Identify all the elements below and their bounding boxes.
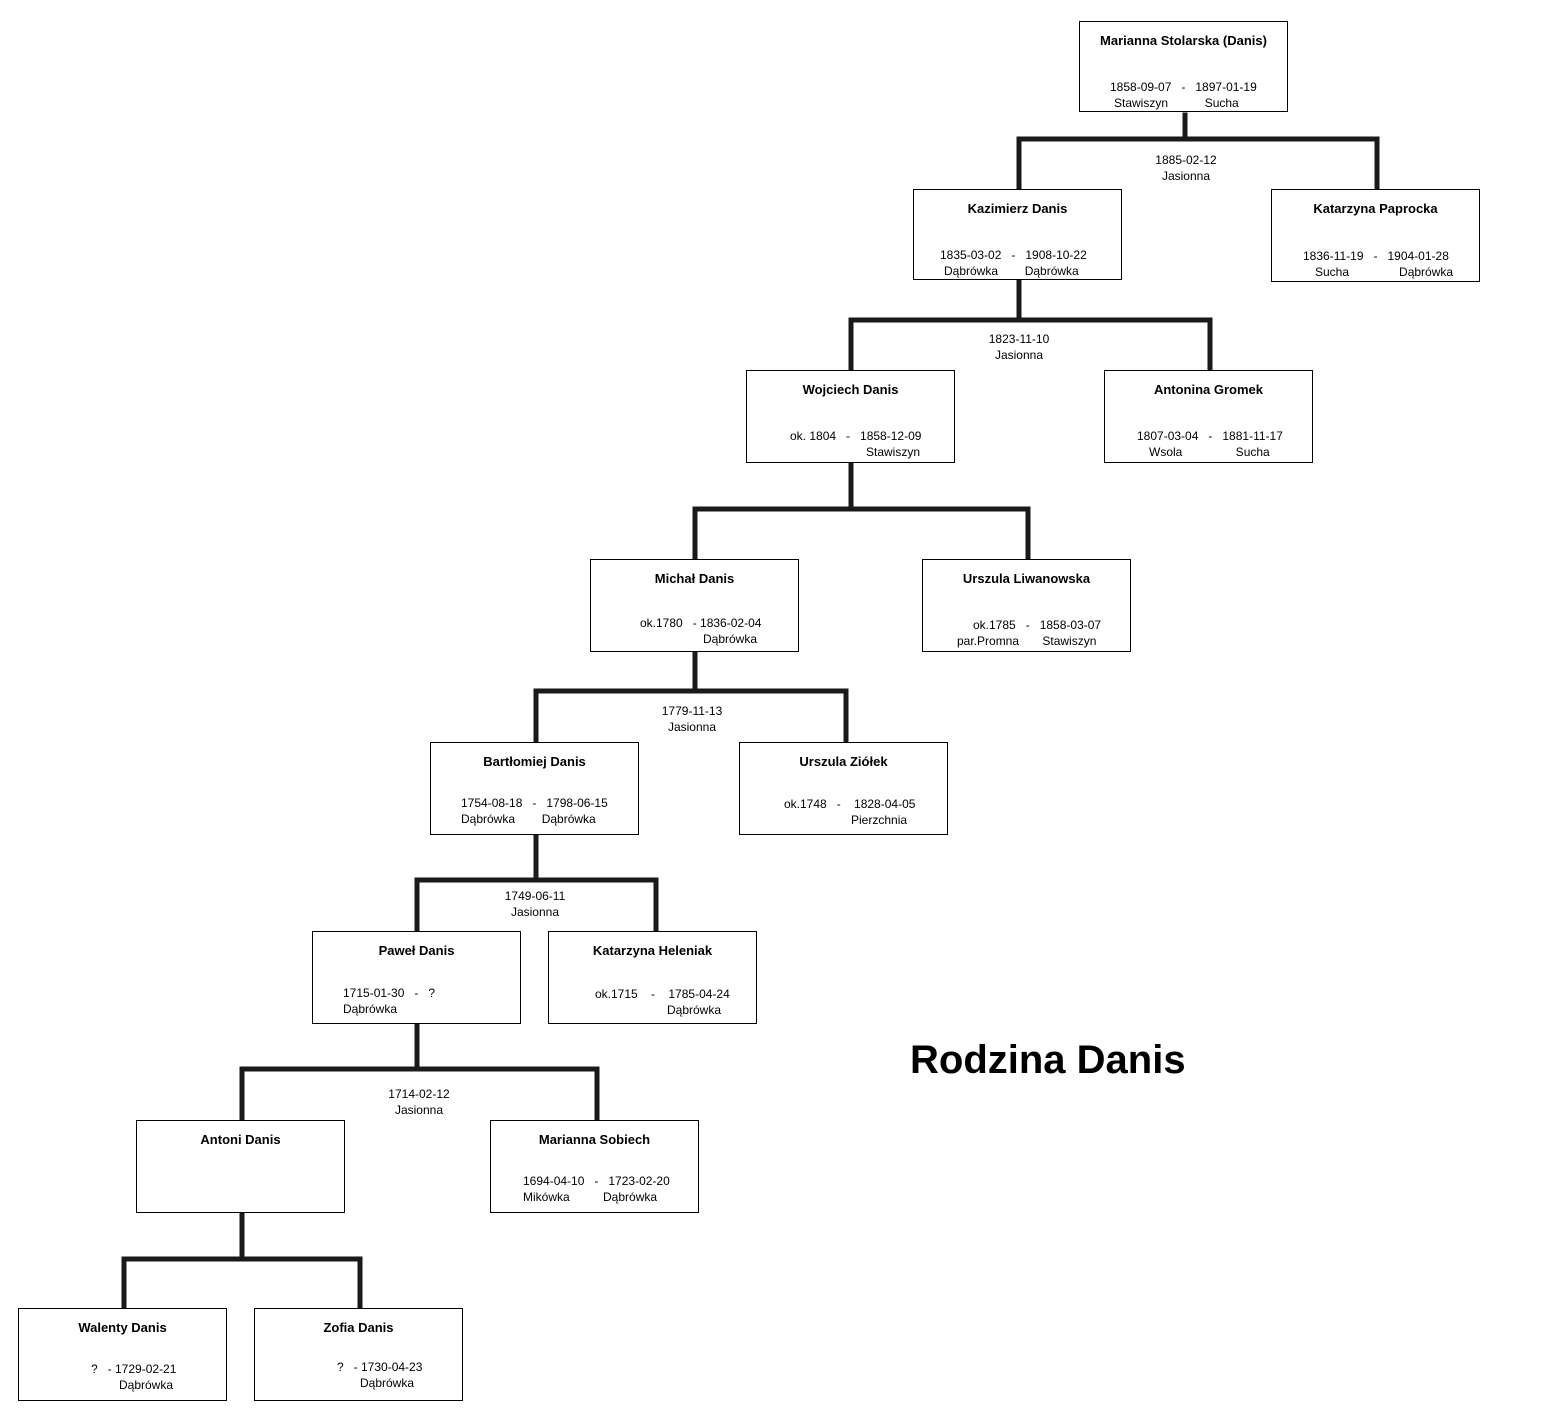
- person-walenty-danis: Walenty Danis ? - 1729-02-21 Dąbrówka: [18, 1308, 227, 1401]
- person-dates: 1754-08-18 - 1798-06-15: [461, 796, 608, 810]
- person-places: Dąbrówka Dąbrówka: [944, 264, 1079, 278]
- connector-wojciech: [692, 460, 1031, 563]
- marriage-date: 1885-02-12: [1155, 153, 1217, 167]
- person-bartlomiej-danis: Bartłomiej Danis 1754-08-18 - 1798-06-15…: [430, 742, 639, 835]
- person-wojciech-danis: Wojciech Danis ok. 1804 - 1858-12-09 Sta…: [746, 370, 955, 463]
- connector-kazimierz: [848, 279, 1213, 374]
- connector-pawel: [239, 1021, 600, 1123]
- person-name: Michał Danis: [654, 571, 735, 586]
- person-name: Urszula Liwanowska: [962, 571, 1091, 586]
- person-dates: ok.1780 - 1836-02-04: [640, 616, 762, 630]
- person-name: Antoni Danis: [200, 1132, 281, 1147]
- marriage-label: 1749-06-11 Jasionna: [455, 888, 615, 920]
- marriage-date: 1823-11-10: [988, 332, 1050, 346]
- person-pawel-danis: Paweł Danis 1715-01-30 - ? Dąbrówka: [312, 931, 521, 1024]
- person-dates: ? - 1729-02-21: [91, 1362, 177, 1376]
- person-places: Dąbrówka: [119, 1378, 174, 1392]
- person-places: Dąbrówka: [667, 1003, 722, 1017]
- marriage-label: 1779-11-13 Jasionna: [612, 703, 772, 735]
- marriage-place: Jasionna: [394, 1103, 444, 1117]
- connector-antoni: [121, 1209, 363, 1312]
- connector-bartlomiej: [414, 832, 659, 935]
- marriage-label: 1885-02-12 Jasionna: [1106, 152, 1266, 184]
- marriage-date: 1714-02-12: [388, 1087, 450, 1101]
- marriage-place: Jasionna: [510, 905, 560, 919]
- marriage-place: Jasionna: [667, 720, 717, 734]
- person-name: Paweł Danis: [378, 943, 455, 958]
- person-dates: ok. 1804 - 1858-12-09: [790, 429, 922, 443]
- person-name: Marianna Sobiech: [538, 1132, 651, 1147]
- person-name: Walenty Danis: [78, 1320, 167, 1335]
- person-places: Stawiszyn: [866, 445, 921, 459]
- person-urszula-ziolek: Urszula Ziółek ok.1748 - 1828-04-05 Pier…: [739, 742, 948, 835]
- person-name: Antonina Gromek: [1153, 382, 1264, 397]
- person-name: Urszula Ziółek: [799, 754, 888, 769]
- person-antoni-danis: Antoni Danis: [136, 1120, 345, 1213]
- person-places: Dąbrówka: [360, 1376, 415, 1390]
- person-places: Dąbrówka: [703, 632, 758, 646]
- person-name: Katarzyna Heleniak: [592, 943, 713, 958]
- marriage-place: Jasionna: [994, 348, 1044, 362]
- person-places: Stawiszyn Sucha: [1114, 96, 1239, 110]
- person-name: Zofia Danis: [323, 1320, 394, 1335]
- person-kazimierz-danis: Kazimierz Danis 1835-03-02 - 1908-10-22 …: [913, 189, 1122, 280]
- marriage-date: 1779-11-13: [661, 704, 723, 718]
- person-dates: ok.1748 - 1828-04-05: [784, 797, 916, 811]
- person-antonina-gromek: Antonina Gromek 1807-03-04 - 1881-11-17 …: [1104, 370, 1313, 463]
- person-katarzyna-paprocka: Katarzyna Paprocka 1836-11-19 - 1904-01-…: [1271, 189, 1480, 282]
- person-places: Wsola Sucha: [1149, 445, 1270, 459]
- person-name: Wojciech Danis: [802, 382, 899, 397]
- marriage-label: 1714-02-12 Jasionna: [339, 1086, 499, 1118]
- marriage-place: Jasionna: [1161, 169, 1211, 183]
- person-name: Katarzyna Paprocka: [1313, 201, 1438, 216]
- connector-marianna: [1016, 112, 1380, 193]
- person-michal-danis: Michał Danis ok.1780 - 1836-02-04 Dąbrów…: [590, 559, 799, 652]
- marriage-date: 1749-06-11: [504, 889, 566, 903]
- person-dates: 1715-01-30 - ?: [343, 986, 436, 1000]
- person-urszula-liwanowska: Urszula Liwanowska ok.1785 - 1858-03-07 …: [922, 559, 1131, 652]
- person-places: Sucha Dąbrówka: [1315, 265, 1454, 279]
- person-name: Kazimierz Danis: [967, 201, 1068, 216]
- person-places: par.Promna Stawiszyn: [957, 634, 1097, 648]
- marriage-label: 1823-11-10 Jasionna: [939, 331, 1099, 363]
- person-marianna-stolarska: Marianna Stolarska (Danis) 1858-09-07 - …: [1079, 21, 1288, 112]
- person-dates: ok.1785 - 1858-03-07: [973, 618, 1102, 632]
- person-places: Mikówka Dąbrówka: [523, 1190, 658, 1204]
- person-dates: 1807-03-04 - 1881-11-17: [1137, 429, 1283, 443]
- person-dates: ? - 1730-04-23: [337, 1360, 423, 1374]
- person-dates: 1858-09-07 - 1897-01-19: [1110, 80, 1257, 94]
- person-katarzyna-heleniak: Katarzyna Heleniak ok.1715 - 1785-04-24 …: [548, 931, 757, 1024]
- connector-michal: [533, 649, 849, 745]
- person-dates: 1694-04-10 - 1723-02-20: [523, 1174, 670, 1188]
- person-dates: ok.1715 - 1785-04-24: [595, 987, 730, 1001]
- person-name: Marianna Stolarska (Danis): [1100, 33, 1267, 48]
- person-zofia-danis: Zofia Danis ? - 1730-04-23 Dąbrówka: [254, 1308, 463, 1401]
- person-places: Dąbrówka: [343, 1002, 398, 1016]
- person-marianna-sobiech: Marianna Sobiech 1694-04-10 - 1723-02-20…: [490, 1120, 699, 1213]
- person-name: Bartłomiej Danis: [483, 754, 586, 769]
- person-dates: 1835-03-02 - 1908-10-22: [940, 248, 1087, 262]
- person-dates: 1836-11-19 - 1904-01-28: [1303, 249, 1449, 263]
- page-title: Rodzina Danis: [910, 1038, 1186, 1082]
- person-places: Pierzchnia: [851, 813, 908, 827]
- person-places: Dąbrówka Dąbrówka: [461, 812, 596, 826]
